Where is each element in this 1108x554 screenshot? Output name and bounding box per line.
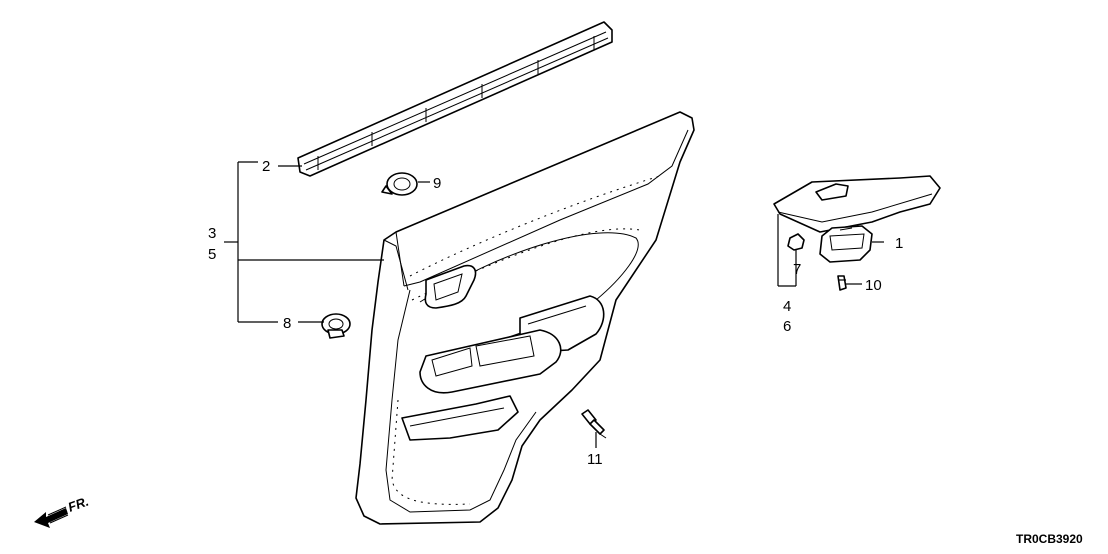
callout-2: 2 [262,158,270,175]
callout-9: 9 [433,175,441,192]
callout-8: 8 [283,315,291,332]
callout-5: 5 [208,246,216,263]
callout-7: 7 [793,261,801,278]
callout-1: 1 [895,235,903,252]
leader-lines-left [224,161,430,323]
part-weatherstrip-molding [297,21,613,177]
leader-lines-right [595,214,884,448]
part-screw-10 [837,275,847,291]
front-direction-arrow-icon [34,506,69,528]
callout-3: 3 [208,225,216,242]
part-window-switch [819,225,873,263]
callout-11: 11 [587,451,603,468]
part-clip-7 [787,233,805,251]
part-screw-11 [581,409,607,439]
part-clip-8 [321,313,351,339]
part-switch-panel [773,175,941,233]
callout-10: 10 [865,277,882,294]
diagram-code: TR0CB3920 [1016,532,1083,546]
part-door-lining [355,111,695,525]
part-clip-9 [381,172,418,196]
direction-label: FR. [66,494,91,515]
callout-4: 4 [783,298,791,315]
callout-6: 6 [783,318,791,335]
